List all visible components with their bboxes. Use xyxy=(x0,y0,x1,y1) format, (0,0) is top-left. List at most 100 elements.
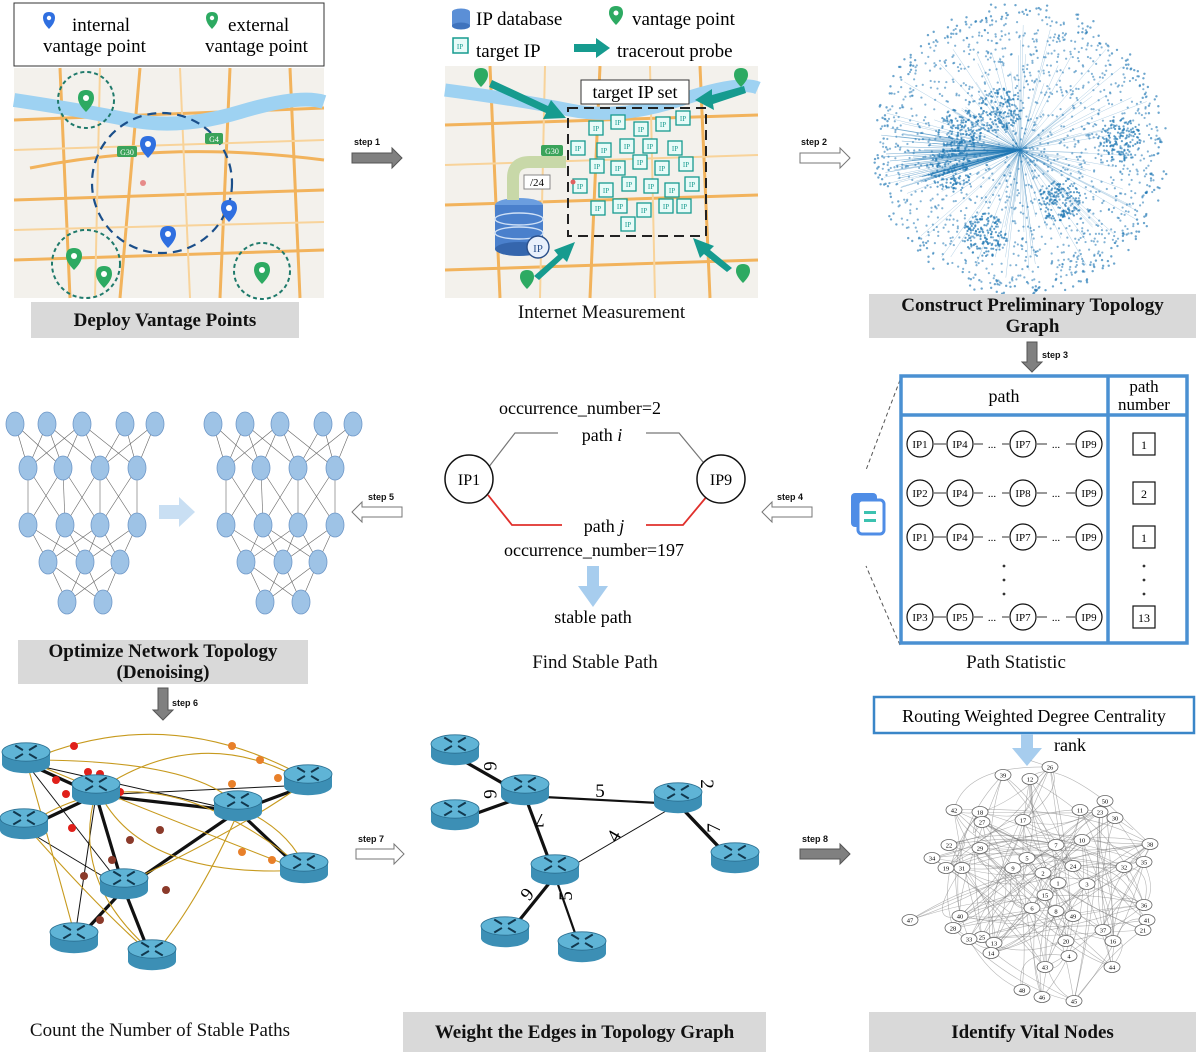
vital-node-label: 7 xyxy=(1054,843,1058,850)
target-ip-tile xyxy=(664,182,680,198)
vital-node xyxy=(1021,773,1039,785)
router-icon xyxy=(653,782,703,802)
nn-node xyxy=(325,455,345,481)
path-node-label: IP4 xyxy=(952,532,968,544)
path-i-label: path i xyxy=(582,425,623,445)
vital-node xyxy=(1078,878,1096,890)
vital-node xyxy=(1047,905,1065,917)
router-icon xyxy=(213,790,263,810)
vital-node-label: 14 xyxy=(988,951,995,958)
router-icon xyxy=(0,808,49,828)
nn-node xyxy=(253,512,273,538)
target-ip-tile-label: IP xyxy=(593,125,599,133)
database-legend-icon xyxy=(452,8,470,30)
target-ip-tile xyxy=(590,200,606,216)
target-ip-tile-label: IP xyxy=(669,187,675,195)
router-icon xyxy=(279,852,329,872)
nn-node xyxy=(57,589,77,615)
vital-node-label: 45 xyxy=(1071,999,1078,1006)
stable-path-marker xyxy=(274,774,282,782)
path-node xyxy=(1009,603,1037,631)
vital-node-label: 41 xyxy=(1144,918,1151,925)
transform-arrow-icon xyxy=(159,497,195,527)
vital-node-label: 31 xyxy=(959,866,966,873)
vital-node-label: 19 xyxy=(943,866,950,873)
rank-label: rank xyxy=(1054,735,1086,755)
path-number-value: 1 xyxy=(1141,531,1147,545)
target-ip-tile xyxy=(598,182,614,198)
path-node-label: IP9 xyxy=(1081,612,1097,624)
target-ip-tile-label: IP xyxy=(594,163,600,171)
target-ip-tile xyxy=(572,178,588,194)
target-ip-tile-label: IP xyxy=(683,161,689,169)
vital-node xyxy=(1091,806,1109,818)
vital-node-label: 24 xyxy=(1070,864,1077,871)
step3-label: step 3 xyxy=(1042,350,1069,360)
router-icon xyxy=(99,868,149,888)
legend-external-line2: vantage point xyxy=(205,36,309,57)
target-ip-tile-label: IP xyxy=(680,115,686,123)
vital-node-label: 50 xyxy=(1102,799,1109,806)
target-ip-tile-label: IP xyxy=(689,181,695,189)
occurrence-top: occurrence_number=2 xyxy=(499,398,661,418)
target-ip-tile-label: IP xyxy=(577,183,583,191)
target-ip-tile xyxy=(643,178,659,194)
vital-node xyxy=(994,769,1012,781)
road-sign-g30: G30 xyxy=(120,148,134,157)
path-ellipsis: ... xyxy=(1052,612,1061,624)
vital-node xyxy=(1141,838,1159,850)
nn-node xyxy=(72,411,92,437)
stable-path-marker xyxy=(96,916,104,924)
vital-node xyxy=(1013,984,1031,996)
occurrence-bottom: occurrence_number=197 xyxy=(504,540,684,560)
vital-node xyxy=(1135,856,1153,868)
vital-node-label: 11 xyxy=(1077,808,1083,815)
vital-node-label: 4 xyxy=(1067,954,1071,961)
centrality-box: Routing Weighted Degree Centrality xyxy=(902,706,1166,726)
vital-node-label: 35 xyxy=(1141,860,1148,867)
ip-database-icon xyxy=(494,198,550,259)
vital-node xyxy=(1096,795,1114,807)
vital-node-label: 40 xyxy=(957,914,964,921)
step7-arrow-icon xyxy=(355,842,405,866)
vital-node-label: 5 xyxy=(1025,856,1028,863)
node-ip9-label: IP9 xyxy=(710,472,732,489)
target-ip-tile-label: IP xyxy=(617,203,623,211)
vital-node-label: 18 xyxy=(977,810,984,817)
legend-vantage-point: vantage point xyxy=(632,9,736,30)
path-node xyxy=(1009,523,1037,551)
target-ip-tile xyxy=(610,114,626,130)
vital-node xyxy=(1064,860,1082,872)
vital-node xyxy=(1064,910,1082,922)
step2-label: step 2 xyxy=(801,137,828,147)
internal-legend-icon xyxy=(43,12,55,29)
vital-node xyxy=(1047,839,1065,851)
router-icon xyxy=(480,916,530,936)
nn-node xyxy=(291,589,311,615)
step1-arrow-icon xyxy=(351,146,403,170)
vital-node-label: 39 xyxy=(1000,773,1007,780)
vital-node xyxy=(1060,950,1078,962)
measure-caption: Internet Measurement xyxy=(517,302,686,323)
node-ip9 xyxy=(696,454,746,504)
stable-path-marker xyxy=(108,856,116,864)
vital-node xyxy=(1018,852,1036,864)
edge-weight: 5 xyxy=(556,891,577,901)
vital-node-label: 20 xyxy=(1063,939,1070,946)
path-node xyxy=(906,430,934,458)
vital-node xyxy=(1004,862,1022,874)
target-ip-tile xyxy=(655,116,671,132)
target-ip-tile xyxy=(675,110,691,126)
path-node-label: IP7 xyxy=(1015,439,1031,451)
edge-weight: 7 xyxy=(535,809,545,830)
target-ip-tile-label: IP xyxy=(663,203,669,211)
target-ip-tile xyxy=(642,138,658,154)
target-ip-tile-label: IP xyxy=(637,159,643,167)
step6-label: step 6 xyxy=(172,698,199,708)
path-node-label: IP9 xyxy=(1081,439,1097,451)
